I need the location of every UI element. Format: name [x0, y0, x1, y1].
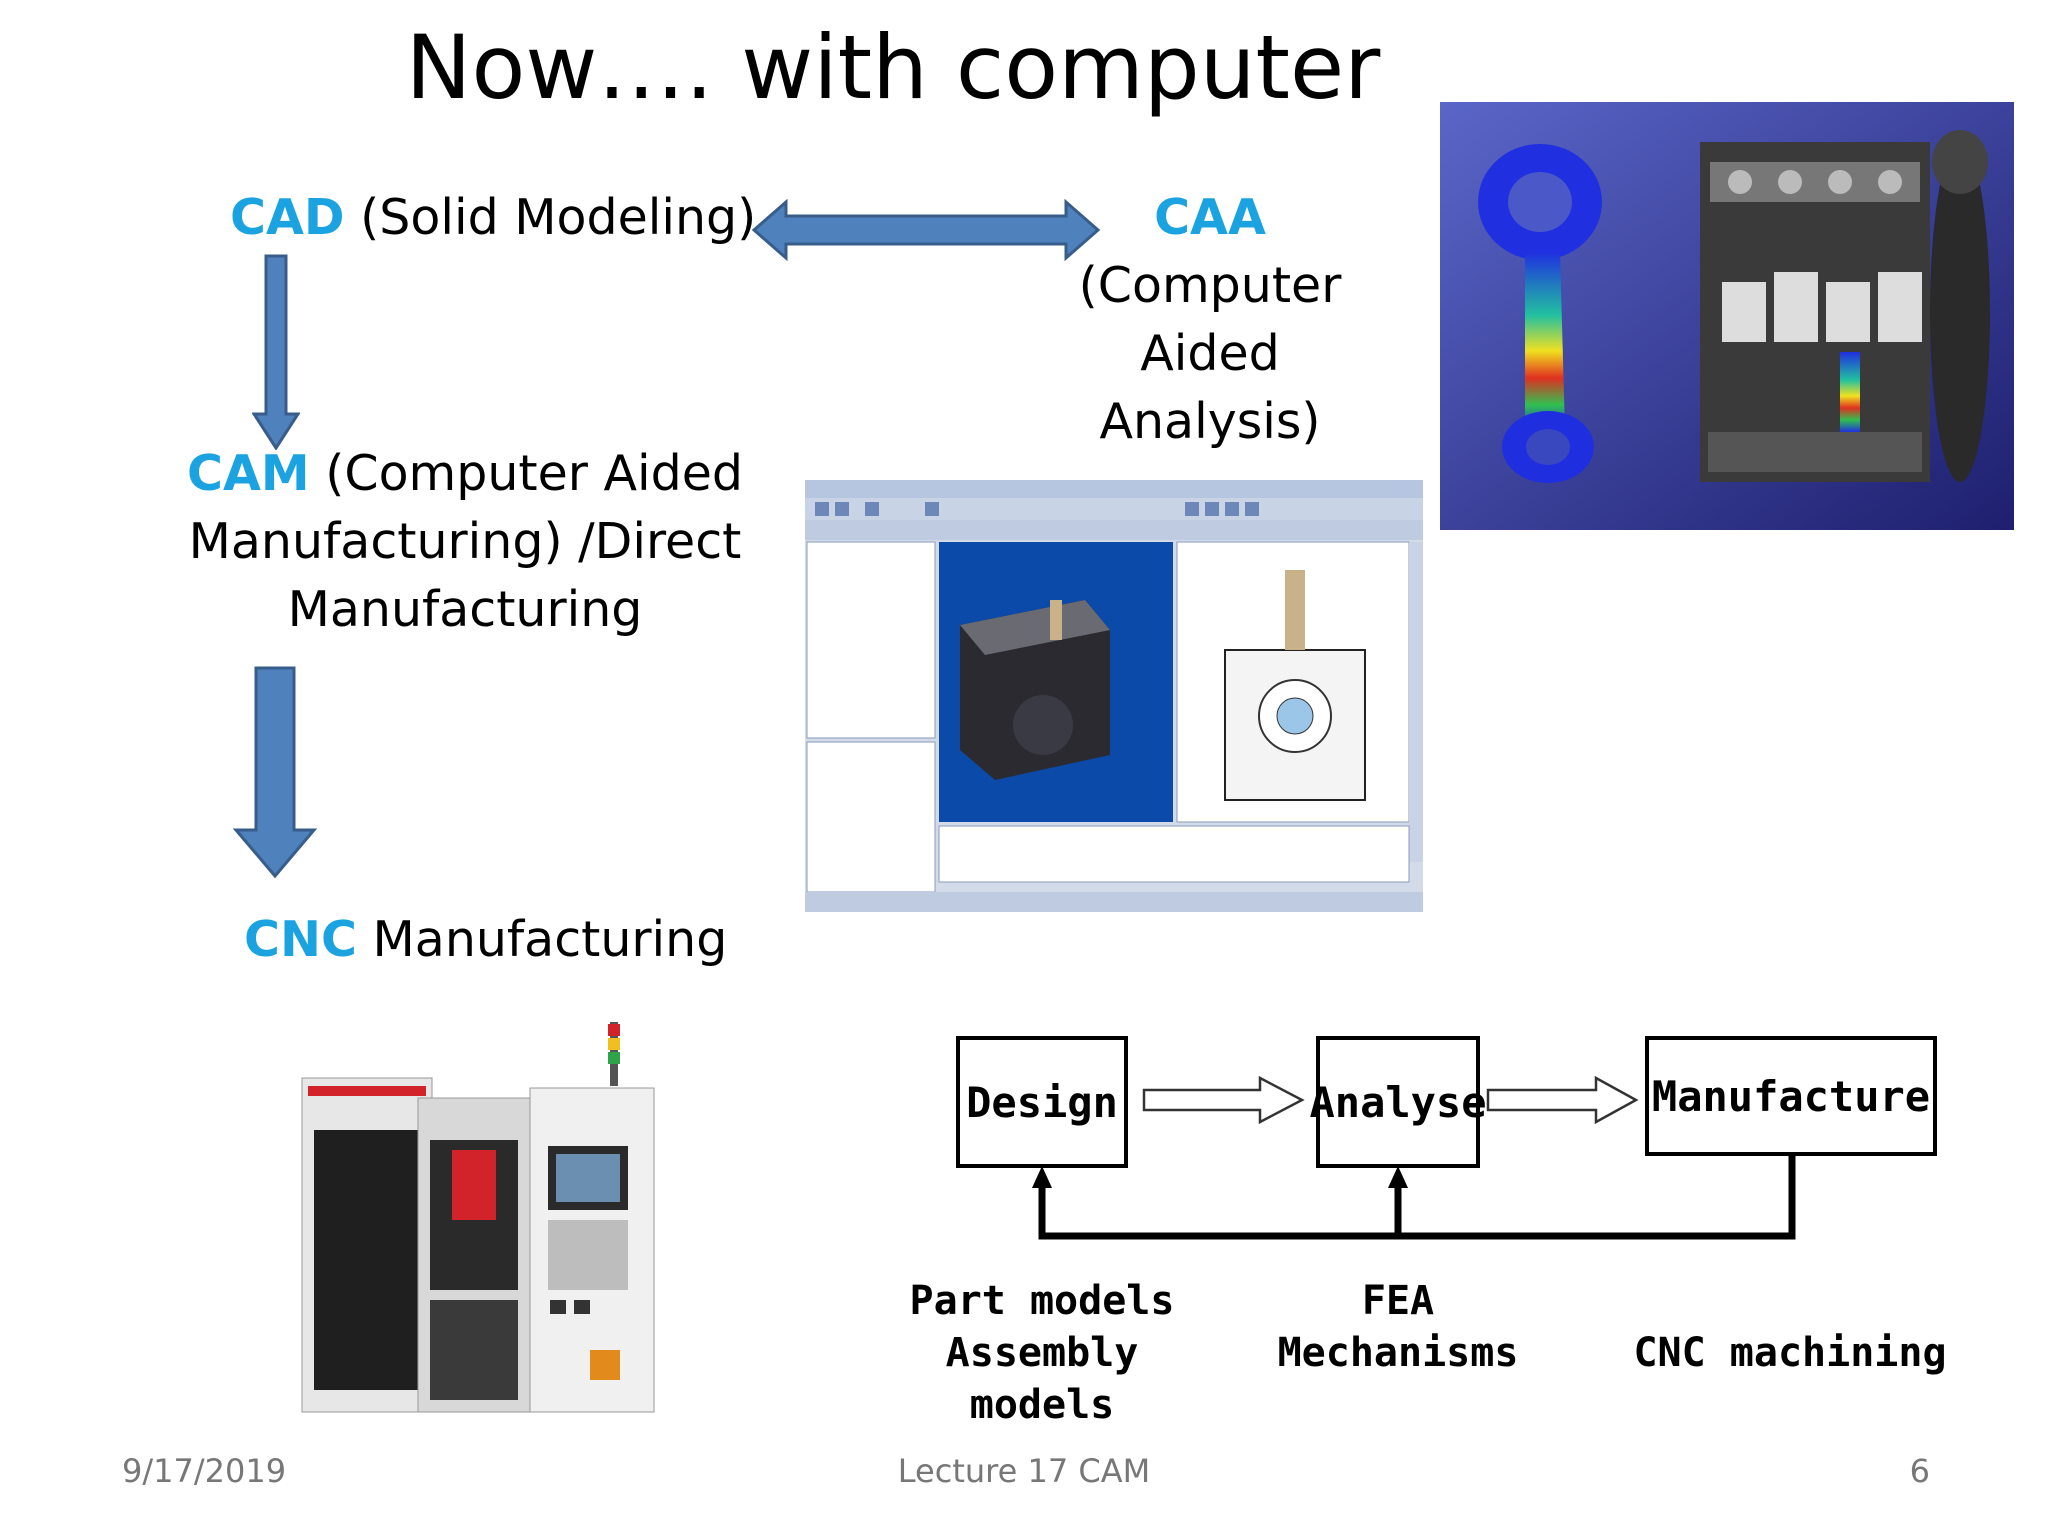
- cnc-acronym: CNC: [244, 911, 357, 968]
- caa-acronym: CAA: [1154, 189, 1266, 246]
- caa-line-1: (Computer: [1078, 257, 1342, 314]
- cad-label: CAD (Solid Modeling): [230, 184, 756, 252]
- design-caption-line-2: Assembly models: [945, 1330, 1139, 1428]
- flow-arrow-icon: [1142, 1075, 1305, 1125]
- feedback-loop-icon: [1032, 1156, 1796, 1240]
- analyse-caption-line-2: Mechanisms: [1277, 1330, 1519, 1376]
- cam-line-1: (Computer Aided: [309, 445, 743, 502]
- flow-arrow-icon: [1486, 1075, 1639, 1125]
- cam-line-2: Manufacturing) /Direct: [188, 513, 742, 570]
- cam-acronym: CAM: [187, 445, 310, 502]
- design-caption: Part models Assembly models: [870, 1275, 1214, 1431]
- down-arrow-icon: [252, 254, 300, 450]
- cam-software-image: [805, 480, 1423, 912]
- cnc-label: CNC Manufacturing: [244, 906, 727, 974]
- double-arrow-icon: [751, 198, 1101, 262]
- design-caption-line-1: Part models: [909, 1278, 1175, 1324]
- cam-line-3: Manufacturing: [287, 581, 643, 638]
- manufacture-caption: CNC machining: [1633, 1330, 1947, 1376]
- caa-label: CAA (Computer Aided Analysis): [1060, 184, 1360, 456]
- footer-page-number: 6: [1909, 1452, 1930, 1490]
- design-box: Design: [956, 1036, 1128, 1168]
- cnc-machine-image: [280, 1022, 684, 1414]
- footer-title: Lecture 17 CAM: [897, 1452, 1151, 1490]
- cam-label: CAM (Computer Aided Manufacturing) /Dire…: [180, 440, 750, 644]
- analyse-box: Analyse: [1310, 1036, 1487, 1168]
- analyse-caption-line-1: FEA: [1361, 1278, 1435, 1324]
- cad-acronym: CAD: [230, 189, 345, 246]
- cnc-description: Manufacturing: [356, 911, 728, 968]
- caa-line-3: Analysis): [1099, 393, 1321, 450]
- analyse-caption: FEA Mechanisms: [1270, 1275, 1526, 1379]
- slide-title: Now…. with computer: [405, 16, 1381, 119]
- cad-description: (Solid Modeling): [344, 189, 757, 246]
- caa-line-2: Aided: [1140, 325, 1280, 382]
- manufacture-box: Manufacture: [1645, 1036, 1937, 1156]
- engine-fea-image: [1440, 102, 2014, 530]
- footer-date: 9/17/2019: [122, 1452, 287, 1490]
- down-arrow-icon: [232, 666, 318, 879]
